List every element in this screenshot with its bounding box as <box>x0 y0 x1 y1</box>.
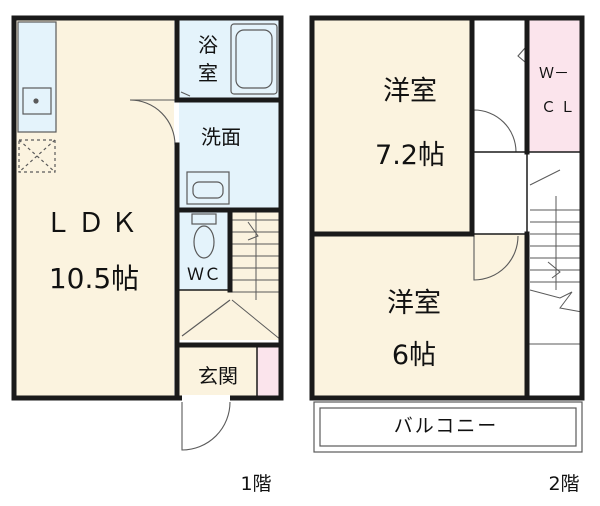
wc-label: ＷＣ <box>187 265 221 285</box>
bathtub <box>230 23 278 95</box>
shoe-closet <box>257 345 281 398</box>
ldk-size: 10.5帖 <box>49 262 139 295</box>
floor-1: ＬＤＫ 10.5帖 浴 室 洗面 ＷＣ 玄関 1階 <box>11 15 284 495</box>
balcony-label: バルコニー <box>394 415 499 437</box>
room-7-2-area <box>312 18 472 234</box>
room-6-label: 洋室 <box>387 288 441 319</box>
walk-in-closet <box>529 18 582 152</box>
floor-1-label: 1階 <box>240 473 271 495</box>
stairs-floor-1 <box>231 210 282 341</box>
wcl-label-1: Ｗ－ <box>539 64 569 82</box>
bath-area <box>179 18 281 100</box>
room-6-size: 6帖 <box>392 340 436 371</box>
wcl-label-2: ＣＬ <box>541 98 579 116</box>
doors-floor-2 <box>473 47 582 345</box>
wash-basin <box>186 171 230 205</box>
entrance-area <box>179 345 257 398</box>
room-6-area <box>312 234 525 398</box>
bath-label-1: 浴 <box>198 33 218 57</box>
bath-label-2: 室 <box>198 61 218 85</box>
stairs-floor-2 <box>529 169 583 313</box>
fridge-space <box>18 139 56 173</box>
kitchen-counter <box>17 21 57 133</box>
ldk-label: ＬＤＫ <box>45 208 144 239</box>
floor-2-label: 2階 <box>548 473 579 495</box>
entrance-label: 玄関 <box>198 364 238 388</box>
partition-lines-floor-2 <box>472 151 582 235</box>
partition-lines-floor-1 <box>179 289 258 398</box>
floor-2: 洋室 7.2帖 洋室 6帖 Ｗ－ ＣＬ バルコニー 2階 <box>309 15 585 495</box>
room-7-2-label: 洋室 <box>383 76 437 107</box>
room-7-2-size: 7.2帖 <box>375 140 445 171</box>
washroom-label: 洗面 <box>201 125 241 149</box>
balcony-outline <box>313 401 583 453</box>
wc-area <box>179 210 230 290</box>
toilet <box>191 213 217 259</box>
washroom-area <box>179 100 281 210</box>
